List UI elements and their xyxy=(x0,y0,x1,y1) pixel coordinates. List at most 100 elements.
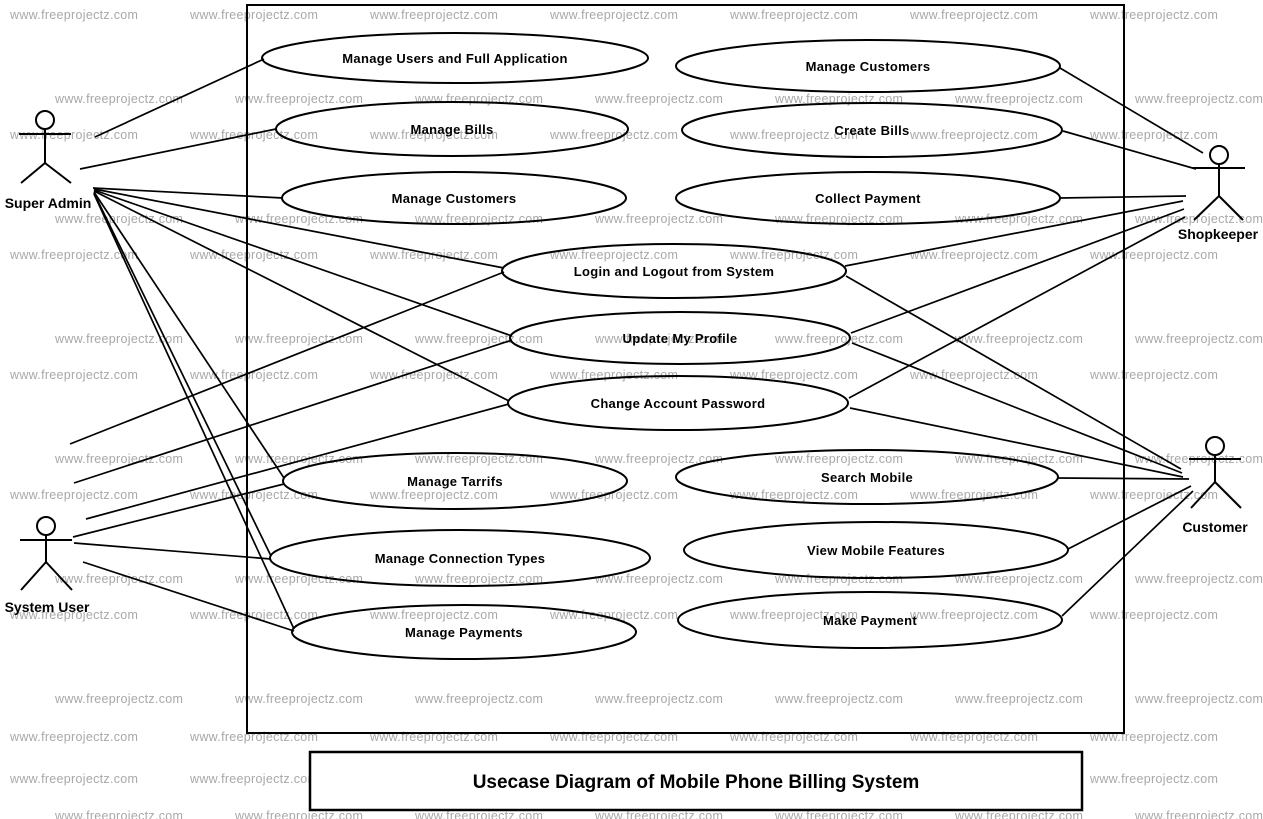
watermark-text: www.freeprojectz.com xyxy=(775,692,904,706)
watermark-text: www.freeprojectz.com xyxy=(910,248,1039,262)
watermark-text: www.freeprojectz.com xyxy=(235,572,364,586)
actor-super-admin-leg-right xyxy=(44,162,72,184)
actor-shopkeeper-head xyxy=(1209,145,1229,165)
watermark-text: www.freeprojectz.com xyxy=(955,572,1084,586)
watermark-text: www.freeprojectz.com xyxy=(10,488,139,502)
assoc-shopkeeper-login-logout xyxy=(844,200,1184,267)
watermark-text: www.freeprojectz.com xyxy=(235,92,364,106)
watermark-text: www.freeprojectz.com xyxy=(415,809,544,819)
usecase-create-bills xyxy=(681,102,1063,158)
use-case-ellipses: Manage Users and Full Application Manage… xyxy=(261,32,1069,660)
watermark-text: www.freeprojectz.com xyxy=(1090,368,1219,382)
usecase-manage-users-label: Manage Users and Full Application xyxy=(342,51,567,66)
watermark-text: www.freeprojectz.com xyxy=(235,692,364,706)
association-lines xyxy=(69,58,1204,632)
usecase-collect-payment xyxy=(675,171,1061,225)
watermark-text: www.freeprojectz.com xyxy=(370,8,499,22)
assoc-system-user-change-password xyxy=(85,403,510,520)
usecase-manage-customers-right-label: Manage Customers xyxy=(806,59,931,74)
usecase-manage-tarrifs xyxy=(282,452,628,510)
actor-super-admin: Super Admin xyxy=(5,110,92,211)
assoc-customer-search-mobile xyxy=(1057,477,1190,480)
watermark-text: www.freeprojectz.com xyxy=(730,128,859,142)
actor-customer-leg-right xyxy=(1214,481,1242,509)
actor-customer-label: Customer xyxy=(1182,519,1248,535)
actor-customer-leg-left xyxy=(1190,481,1216,509)
usecase-collect-payment-label: Collect Payment xyxy=(815,191,921,206)
usecase-change-password-label: Change Account Password xyxy=(591,396,766,411)
assoc-shopkeeper-create-bills xyxy=(1062,130,1197,170)
watermark-text: www.freeprojectz.com xyxy=(730,608,859,622)
assoc-customer-change-password xyxy=(849,407,1184,478)
assoc-system-user-manage-payments xyxy=(82,561,295,632)
watermark-text: www.freeprojectz.com xyxy=(235,809,364,819)
watermark-text: www.freeprojectz.com xyxy=(550,488,679,502)
watermark-text: www.freeprojectz.com xyxy=(1090,128,1219,142)
assoc-shopkeeper-change-password xyxy=(848,216,1186,399)
usecase-manage-connection-types-label: Manage Connection Types xyxy=(375,551,546,566)
watermark-text: www.freeprojectz.com xyxy=(415,572,544,586)
watermark-text: www.freeprojectz.com xyxy=(10,730,139,744)
assoc-super-admin-manage-tarrifs xyxy=(93,191,285,479)
watermark-text: www.freeprojectz.com xyxy=(955,332,1084,346)
actor-system-user-leg-right xyxy=(45,561,73,591)
watermark-text: www.freeprojectz.com xyxy=(910,488,1039,502)
assoc-shopkeeper-collect-payment xyxy=(1059,195,1187,199)
watermark-text: www.freeprojectz.com xyxy=(1135,692,1263,706)
actor-super-admin-head xyxy=(35,110,55,130)
watermark-text: www.freeprojectz.com xyxy=(10,608,139,622)
assoc-super-admin-login-logout xyxy=(93,188,505,269)
usecase-manage-payments-label: Manage Payments xyxy=(405,625,523,640)
assoc-customer-view-mobile-features xyxy=(1067,485,1192,550)
usecase-make-payment-label: Make Payment xyxy=(823,613,917,628)
watermark-text: www.freeprojectz.com xyxy=(1135,572,1263,586)
assoc-customer-login-logout xyxy=(845,275,1182,470)
watermark-text: www.freeprojectz.com xyxy=(1090,8,1219,22)
watermark-text: www.freeprojectz.com xyxy=(55,452,184,466)
actor-super-admin-leg-left xyxy=(20,162,46,184)
usecase-manage-connection-types xyxy=(269,529,651,587)
watermark-text: www.freeprojectz.com xyxy=(190,368,319,382)
watermark-text: www.freeprojectz.com xyxy=(775,809,904,819)
actor-customer-head xyxy=(1205,436,1225,456)
watermark-text: www.freeprojectz.com xyxy=(55,692,184,706)
watermark-text: www.freeprojectz.com xyxy=(730,488,859,502)
watermark-text: www.freeprojectz.com xyxy=(1135,809,1263,819)
watermark-text: www.freeprojectz.com xyxy=(595,452,724,466)
usecase-manage-tarrifs-label: Manage Tarrifs xyxy=(407,474,503,489)
assoc-system-user-manage-tarrifs xyxy=(72,483,285,538)
assoc-system-user-manage-connection-types xyxy=(73,542,272,560)
actor-customer: Customer xyxy=(1182,436,1248,535)
assoc-super-admin-manage-payments xyxy=(93,193,295,630)
actor-system-user-head xyxy=(36,516,56,536)
watermark-text: www.freeprojectz.com xyxy=(55,212,184,226)
usecase-view-mobile-features xyxy=(683,521,1069,579)
usecase-manage-payments xyxy=(291,604,637,660)
usecase-update-profile xyxy=(509,311,851,365)
usecase-login-logout xyxy=(501,243,847,299)
watermark-text: www.freeprojectz.com xyxy=(55,572,184,586)
watermark-text: www.freeprojectz.com xyxy=(55,809,184,819)
watermark-text: www.freeprojectz.com xyxy=(1135,92,1263,106)
watermark-text: www.freeprojectz.com xyxy=(370,128,499,142)
watermark-text: www.freeprojectz.com xyxy=(775,332,904,346)
watermark-text: www.freeprojectz.com xyxy=(190,248,319,262)
usecase-change-password xyxy=(507,375,849,431)
watermark-text: www.freeprojectz.com xyxy=(1090,772,1219,786)
actor-shopkeeper-leg-left xyxy=(1193,195,1220,221)
assoc-customer-make-payment xyxy=(1061,490,1194,617)
usecase-manage-bills-label: Manage Bills xyxy=(410,122,493,137)
watermark-text: www.freeprojectz.com xyxy=(10,368,139,382)
actor-super-admin-label: Super Admin xyxy=(5,195,92,211)
usecase-manage-customers-left-label: Manage Customers xyxy=(392,191,517,206)
usecase-update-profile-label: Update My Profile xyxy=(623,331,738,346)
watermark-text: www.freeprojectz.com xyxy=(370,488,499,502)
assoc-super-admin-update-profile xyxy=(93,189,513,337)
watermark-text: www.freeprojectz.com xyxy=(550,368,679,382)
watermark-text: www.freeprojectz.com xyxy=(955,212,1084,226)
usecase-manage-customers-right xyxy=(675,39,1061,93)
watermark-text: www.freeprojectz.com xyxy=(955,809,1084,819)
usecase-manage-bills xyxy=(275,101,629,157)
